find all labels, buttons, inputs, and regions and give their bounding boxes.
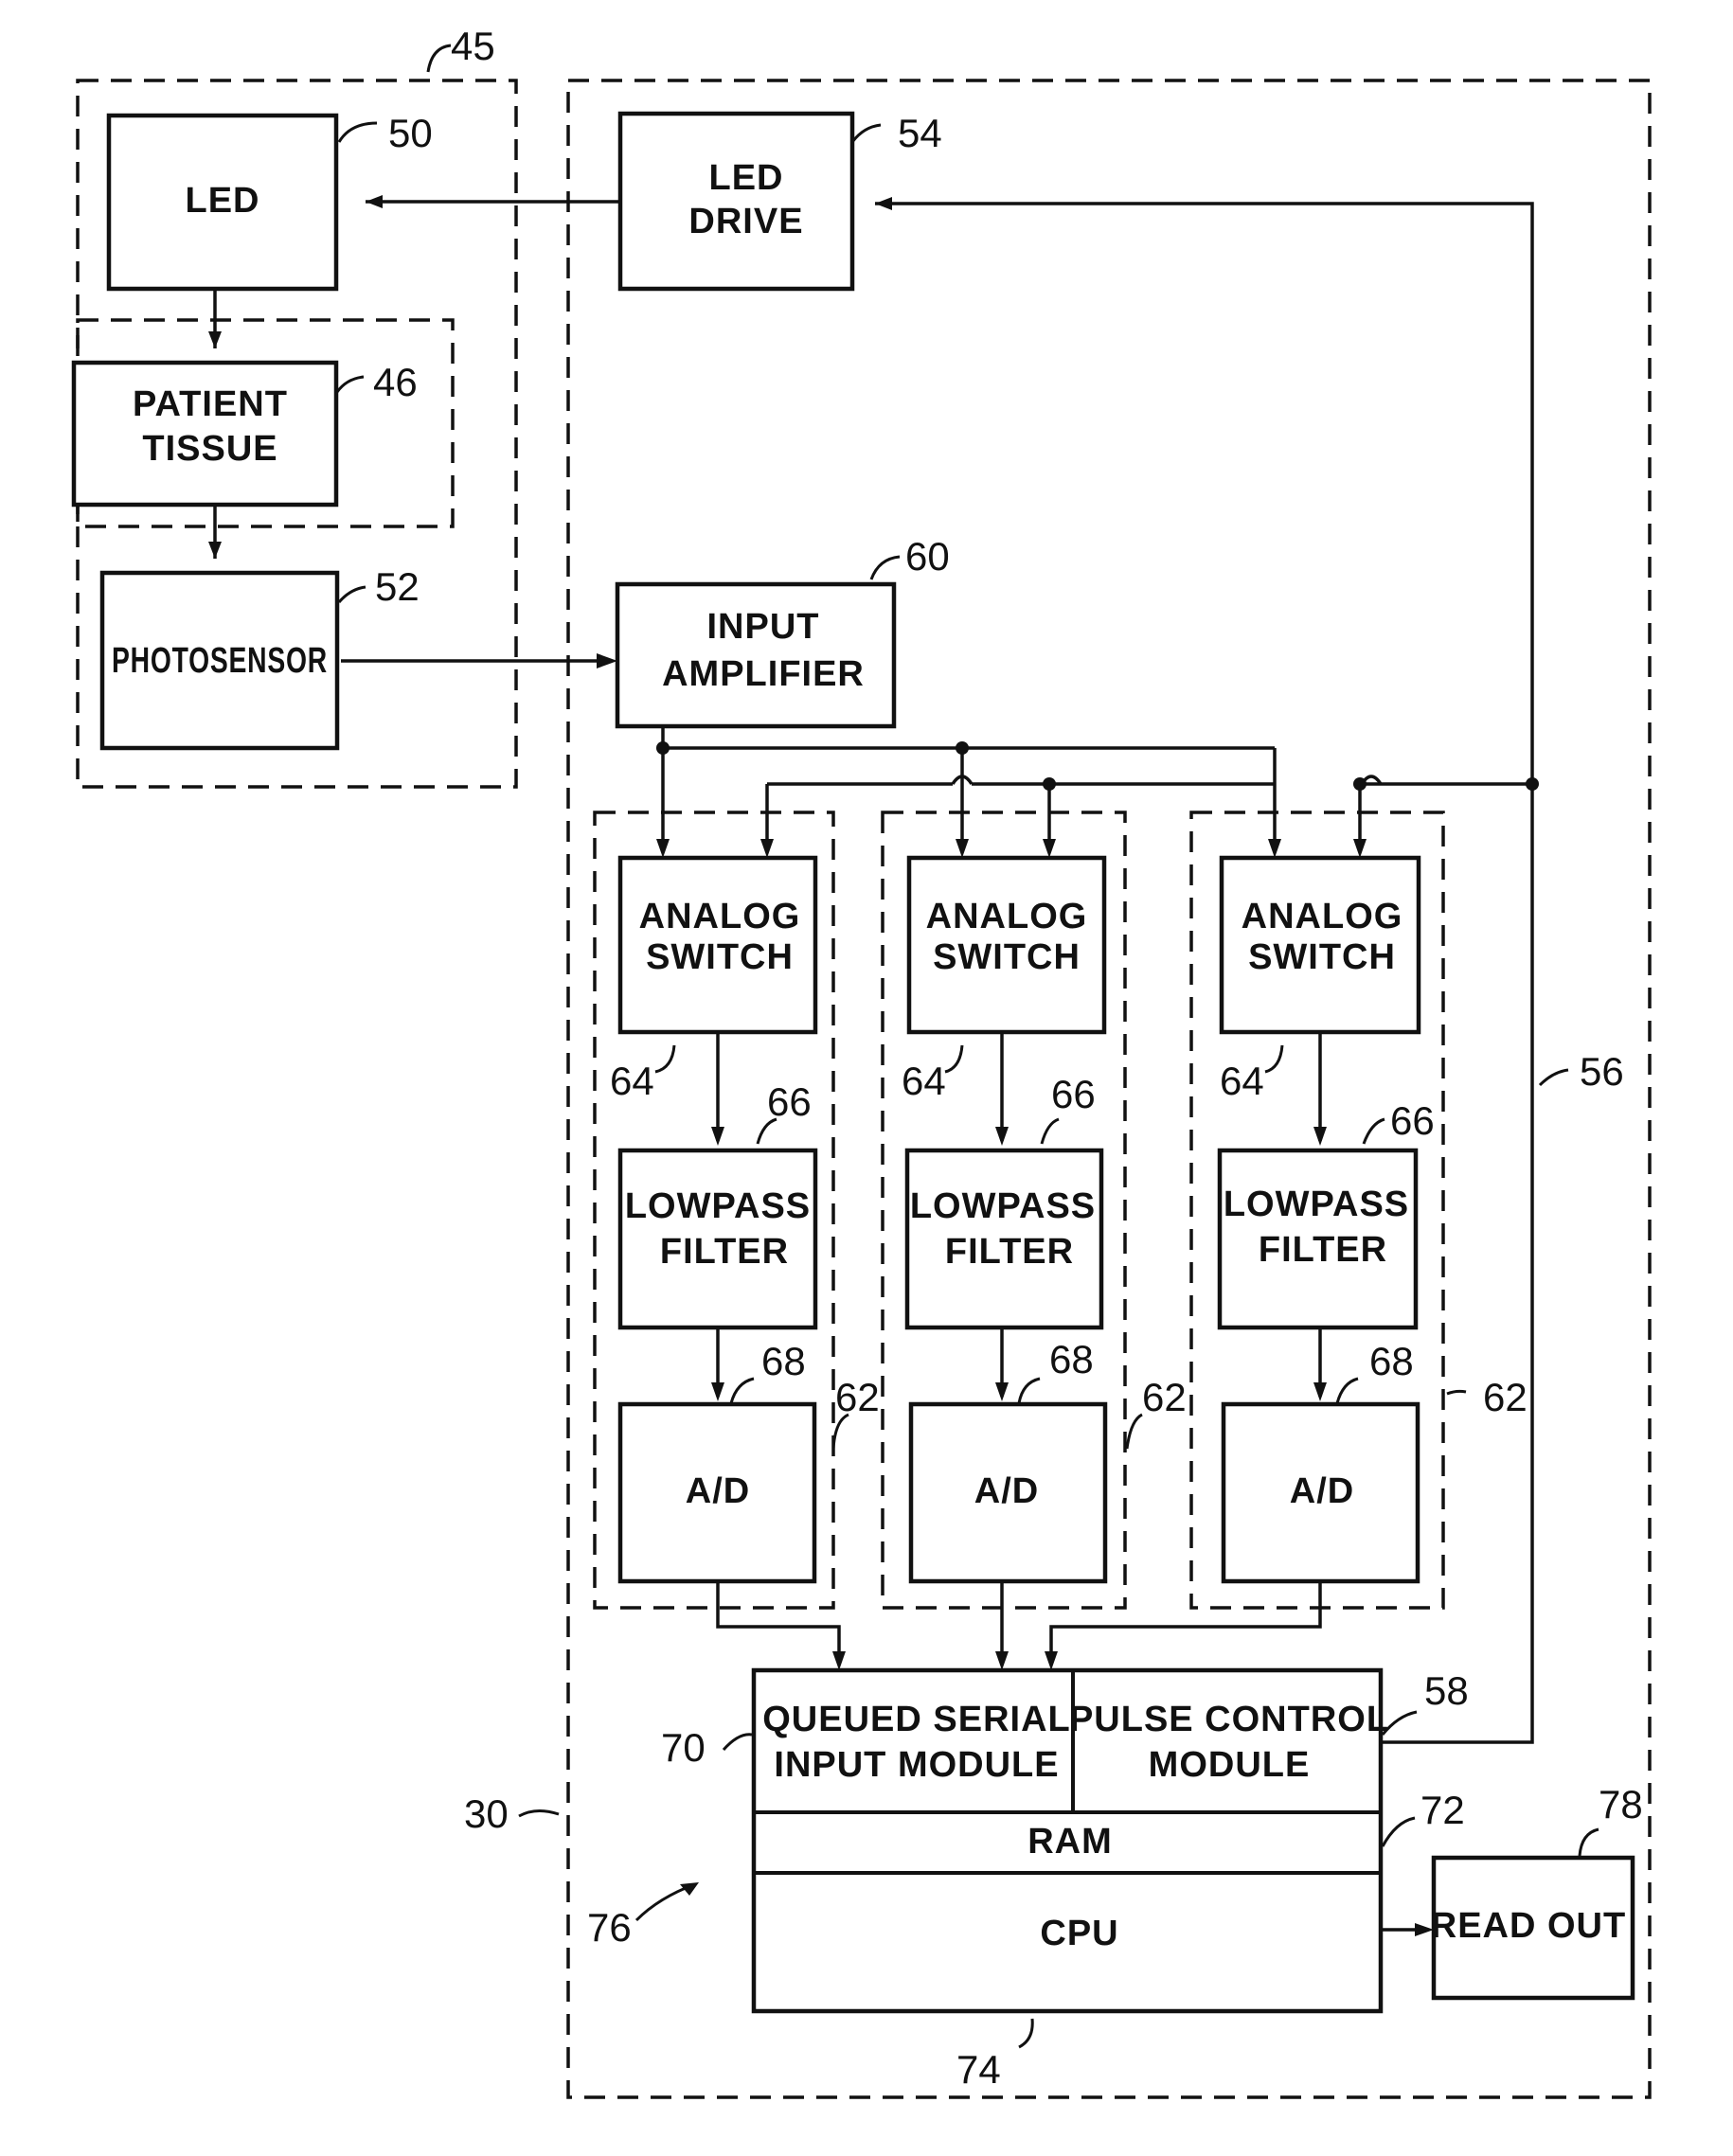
ref-70: 70 — [661, 1725, 706, 1770]
patient-tissue-block: PATIENT TISSUE — [74, 363, 336, 505]
ref-56: 56 — [1580, 1049, 1624, 1094]
ref-66-ch3: 66 — [1390, 1098, 1435, 1143]
ref-64-ch2: 64 — [902, 1059, 946, 1103]
ad-converter-1: A/D — [620, 1404, 814, 1581]
ref-62-ch1: 62 — [835, 1375, 880, 1419]
ref-62-ch3: 62 — [1483, 1375, 1528, 1419]
analog-switch-1-line2: SWITCH — [646, 937, 794, 977]
led-label: LED — [186, 181, 260, 221]
lowpass-filter-3-line2: FILTER — [1259, 1230, 1387, 1270]
ref-46: 46 — [373, 360, 418, 404]
photosensor-block: PHOTOSENSOR — [102, 573, 337, 748]
lowpass-filter-2: LOWPASS FILTER — [907, 1150, 1101, 1327]
ref-54: 54 — [898, 111, 942, 155]
ref-64-ch3: 64 — [1220, 1059, 1264, 1103]
analog-switch-1: ANALOG SWITCH — [620, 858, 815, 1032]
analog-switch-2-line1: ANALOG — [926, 897, 1088, 936]
patient-tissue-label-line2: TISSUE — [142, 429, 277, 469]
ref-68-ch3: 68 — [1369, 1339, 1414, 1383]
qsim-label-line2: INPUT MODULE — [774, 1745, 1059, 1785]
input-amplifier-label-line2: AMPLIFIER — [662, 654, 865, 694]
input-amplifier-label-line1: INPUT — [707, 607, 820, 647]
lowpass-filter-1-line2: FILTER — [660, 1232, 789, 1272]
ref-74: 74 — [956, 2047, 1001, 2092]
lowpass-filter-3-line1: LOWPASS — [1224, 1185, 1409, 1224]
photosensor-label: PHOTOSENSOR — [112, 641, 328, 681]
ref-66-ch2: 66 — [1051, 1072, 1096, 1116]
ad-converter-2: A/D — [911, 1404, 1105, 1581]
cpu-label: CPU — [1040, 1914, 1118, 1953]
led-drive-block: LED DRIVE — [620, 114, 852, 289]
ref-72: 72 — [1420, 1788, 1465, 1832]
ref-62-ch2: 62 — [1142, 1375, 1187, 1419]
ad-converter-3-label: A/D — [1290, 1471, 1354, 1511]
ref-78: 78 — [1599, 1782, 1643, 1826]
input-amplifier-block: INPUT AMPLIFIER — [617, 584, 894, 726]
ref-58: 58 — [1424, 1668, 1469, 1713]
lowpass-filter-2-line1: LOWPASS — [910, 1186, 1096, 1226]
ref-68-ch1: 68 — [761, 1339, 806, 1383]
ref-45: 45 — [451, 24, 495, 68]
microcontroller-block: QUEUED SERIAL INPUT MODULE PULSE CONTROL… — [754, 1670, 1389, 2011]
analog-switch-1-line1: ANALOG — [639, 897, 801, 936]
led-block: LED — [109, 116, 336, 289]
pcm-label-line2: MODULE — [1149, 1745, 1311, 1785]
lowpass-filter-3: LOWPASS FILTER — [1220, 1150, 1416, 1327]
lowpass-filter-1: LOWPASS FILTER — [620, 1150, 815, 1327]
analog-switch-3-line2: SWITCH — [1248, 937, 1396, 977]
ref-66-ch1: 66 — [767, 1079, 812, 1124]
analog-switch-3-line1: ANALOG — [1242, 897, 1403, 936]
led-drive-label-line1: LED — [709, 158, 784, 198]
ref-60: 60 — [905, 534, 950, 579]
ref-64-ch1: 64 — [610, 1059, 654, 1103]
ram-label: RAM — [1027, 1822, 1113, 1862]
analog-switch-3: ANALOG SWITCH — [1222, 858, 1419, 1032]
lowpass-filter-2-line2: FILTER — [945, 1232, 1074, 1272]
lowpass-filter-1-line1: LOWPASS — [625, 1186, 811, 1226]
readout-label: READ OUT — [1431, 1906, 1626, 1946]
pcm-label-line1: PULSE CONTROL — [1069, 1700, 1389, 1739]
analog-switch-2-line2: SWITCH — [933, 937, 1081, 977]
ref-52: 52 — [375, 564, 420, 609]
analog-switch-2: ANALOG SWITCH — [909, 858, 1104, 1032]
led-drive-label-line2: DRIVE — [688, 202, 803, 241]
ref-68-ch2: 68 — [1049, 1337, 1094, 1381]
ad-converter-3: A/D — [1224, 1404, 1418, 1581]
ref-50: 50 — [388, 111, 433, 155]
patient-tissue-label-line1: PATIENT — [133, 384, 288, 424]
readout-block: READ OUT — [1431, 1858, 1633, 1998]
ad-converter-1-label: A/D — [686, 1471, 750, 1511]
qsim-label-line1: QUEUED SERIAL — [762, 1700, 1070, 1739]
ref-76: 76 — [587, 1905, 632, 1950]
ref-30: 30 — [464, 1791, 509, 1836]
ad-converter-2-label: A/D — [974, 1471, 1039, 1511]
